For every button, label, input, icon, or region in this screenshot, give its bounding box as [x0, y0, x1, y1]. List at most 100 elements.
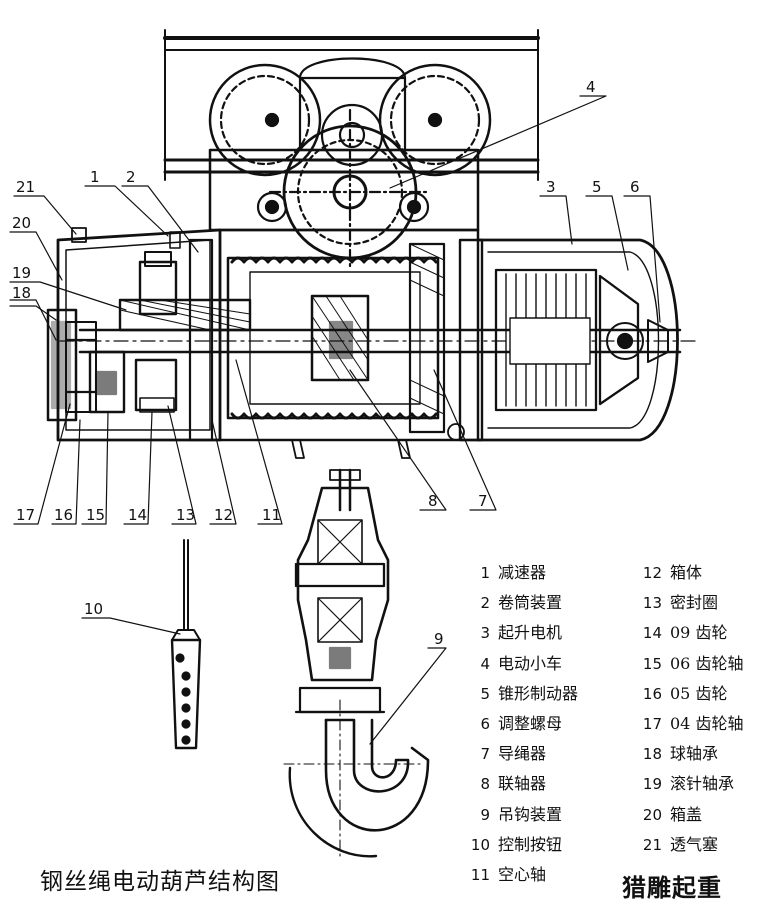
legend-item: 4 电动小车	[462, 649, 578, 679]
legend-item: 1 减速器	[462, 558, 578, 588]
legend-number: 7	[480, 745, 490, 764]
pendant-control	[170, 539, 202, 750]
legend-number: 21	[642, 835, 662, 854]
rope-drum	[226, 242, 446, 434]
legend-number: 4	[480, 654, 490, 673]
callout-4: 4	[586, 78, 596, 96]
callout-9: 9	[434, 630, 444, 648]
reducer-gears	[64, 231, 252, 442]
legend-item: 18 球轴承	[634, 739, 743, 769]
legend-item: 6 调整螺母	[462, 709, 578, 739]
legend-label: 减速器	[498, 563, 547, 582]
legend-number: 11	[470, 865, 490, 884]
legend-label: 09 齿轮	[670, 623, 728, 643]
electric-trolley	[208, 57, 492, 272]
legend-number: 6	[480, 714, 490, 733]
hoist-motor	[458, 238, 598, 442]
hollow-shaft	[59, 328, 701, 354]
callout-3: 3	[546, 178, 556, 196]
legend-column-right: 12 箱体 13 密封圈 14 09 齿轮 15 06 齿轮轴 16 05 齿轮 17 04…	[634, 558, 744, 860]
callout-5: 5	[592, 178, 602, 196]
legend-label: 电动小车	[498, 653, 563, 673]
legend-label: 吊钩装置	[498, 804, 563, 824]
callout-1: 1	[90, 168, 100, 186]
legend-number: 18	[642, 745, 662, 764]
callout-numbers: 1 2 3 4 5 6 7 8 9 10 11 12 13 14 15 16 1…	[12, 78, 640, 648]
breather-plug	[71, 227, 87, 243]
legend-item: 9 吊钩装置	[462, 800, 578, 830]
legend-item: 20 箱盖	[634, 800, 743, 830]
legend-number: 1	[480, 564, 490, 582]
legend-item: 10 控制按钮	[462, 830, 578, 860]
callout-8: 8	[428, 492, 438, 510]
legend-label: 球轴承	[670, 744, 719, 764]
rope-guide	[291, 423, 465, 459]
legend-label: 箱盖	[670, 804, 703, 824]
legend-item: 17 04 齿轮轴	[634, 709, 744, 739]
callout-15: 15	[86, 506, 105, 524]
legend-item: 15 06 齿轮轴	[634, 649, 744, 679]
leader-lines	[9, 95, 661, 745]
legend-number: 3	[480, 624, 490, 643]
legend-label: 05 齿轮	[670, 683, 728, 703]
legend-label: 06 齿轮轴	[670, 653, 744, 673]
cone-brake	[598, 274, 669, 406]
callout-17: 17	[16, 506, 35, 524]
legend-item: 8 联轴器	[462, 769, 578, 799]
legend-label: 起升电机	[498, 623, 563, 643]
legend-number: 12	[642, 564, 662, 582]
brand-watermark: 猎雕起重	[622, 874, 722, 902]
callout-12: 12	[214, 506, 233, 524]
callout-16: 16	[54, 506, 73, 524]
legend-label: 04 齿轮轴	[670, 713, 744, 733]
legend-label: 箱体	[670, 563, 703, 582]
legend-number: 16	[642, 684, 662, 703]
legend-number: 9	[480, 805, 490, 824]
callout-2: 2	[126, 168, 136, 186]
legend-number: 2	[480, 594, 490, 613]
callout-7: 7	[478, 492, 488, 510]
legend-item: 2 卷筒装置	[462, 588, 578, 618]
callout-20: 20	[12, 214, 31, 232]
callout-18: 18	[12, 284, 31, 302]
legend-item: 19 滚针轴承	[634, 769, 743, 799]
legend-label: 滚针轴承	[670, 774, 735, 794]
legend-item: 11 空心轴	[462, 860, 578, 890]
legend-item: 14 09 齿轮	[634, 618, 743, 648]
legend-number: 10	[470, 835, 490, 854]
callout-6: 6	[630, 178, 640, 196]
legend-number: 17	[642, 714, 662, 733]
callout-10: 10	[84, 600, 103, 618]
legend-item: 13 密封圈	[634, 588, 743, 618]
legend-item: 21 透气塞	[634, 830, 743, 860]
hook-block	[283, 468, 430, 861]
legend-label: 调整螺母	[498, 713, 563, 733]
coupling	[310, 294, 370, 382]
legend-label: 锥形制动器	[498, 683, 579, 703]
legend-label: 空心轴	[498, 864, 547, 884]
legend-number: 20	[642, 805, 662, 824]
legend-label: 密封圈	[670, 593, 719, 613]
callout-13: 13	[176, 506, 195, 524]
legend-number: 13	[642, 594, 662, 613]
callout-11: 11	[262, 506, 281, 524]
legend-label: 控制按钮	[498, 834, 563, 854]
legend-number: 19	[642, 775, 662, 794]
legend-item: 5 锥形制动器	[462, 679, 578, 709]
legend-number: 5	[480, 684, 490, 703]
legend-number: 15	[642, 654, 662, 673]
legend-label: 导绳器	[498, 744, 547, 764]
legend-label: 联轴器	[498, 774, 547, 794]
callout-21: 21	[16, 178, 35, 196]
legend-number: 14	[642, 624, 662, 643]
legend-label: 透气塞	[670, 834, 719, 854]
legend-item: 16 05 齿轮	[634, 679, 743, 709]
legend-item: 7 导绳器	[462, 739, 578, 769]
legend-item: 12 箱体	[634, 558, 743, 588]
legend-item: 3 起升电机	[462, 618, 578, 648]
legend-number: 8	[480, 775, 490, 794]
diagram-caption: 钢丝绳电动葫芦结构图	[40, 869, 280, 895]
callout-14: 14	[128, 506, 147, 524]
legend-label: 卷筒装置	[498, 593, 563, 613]
